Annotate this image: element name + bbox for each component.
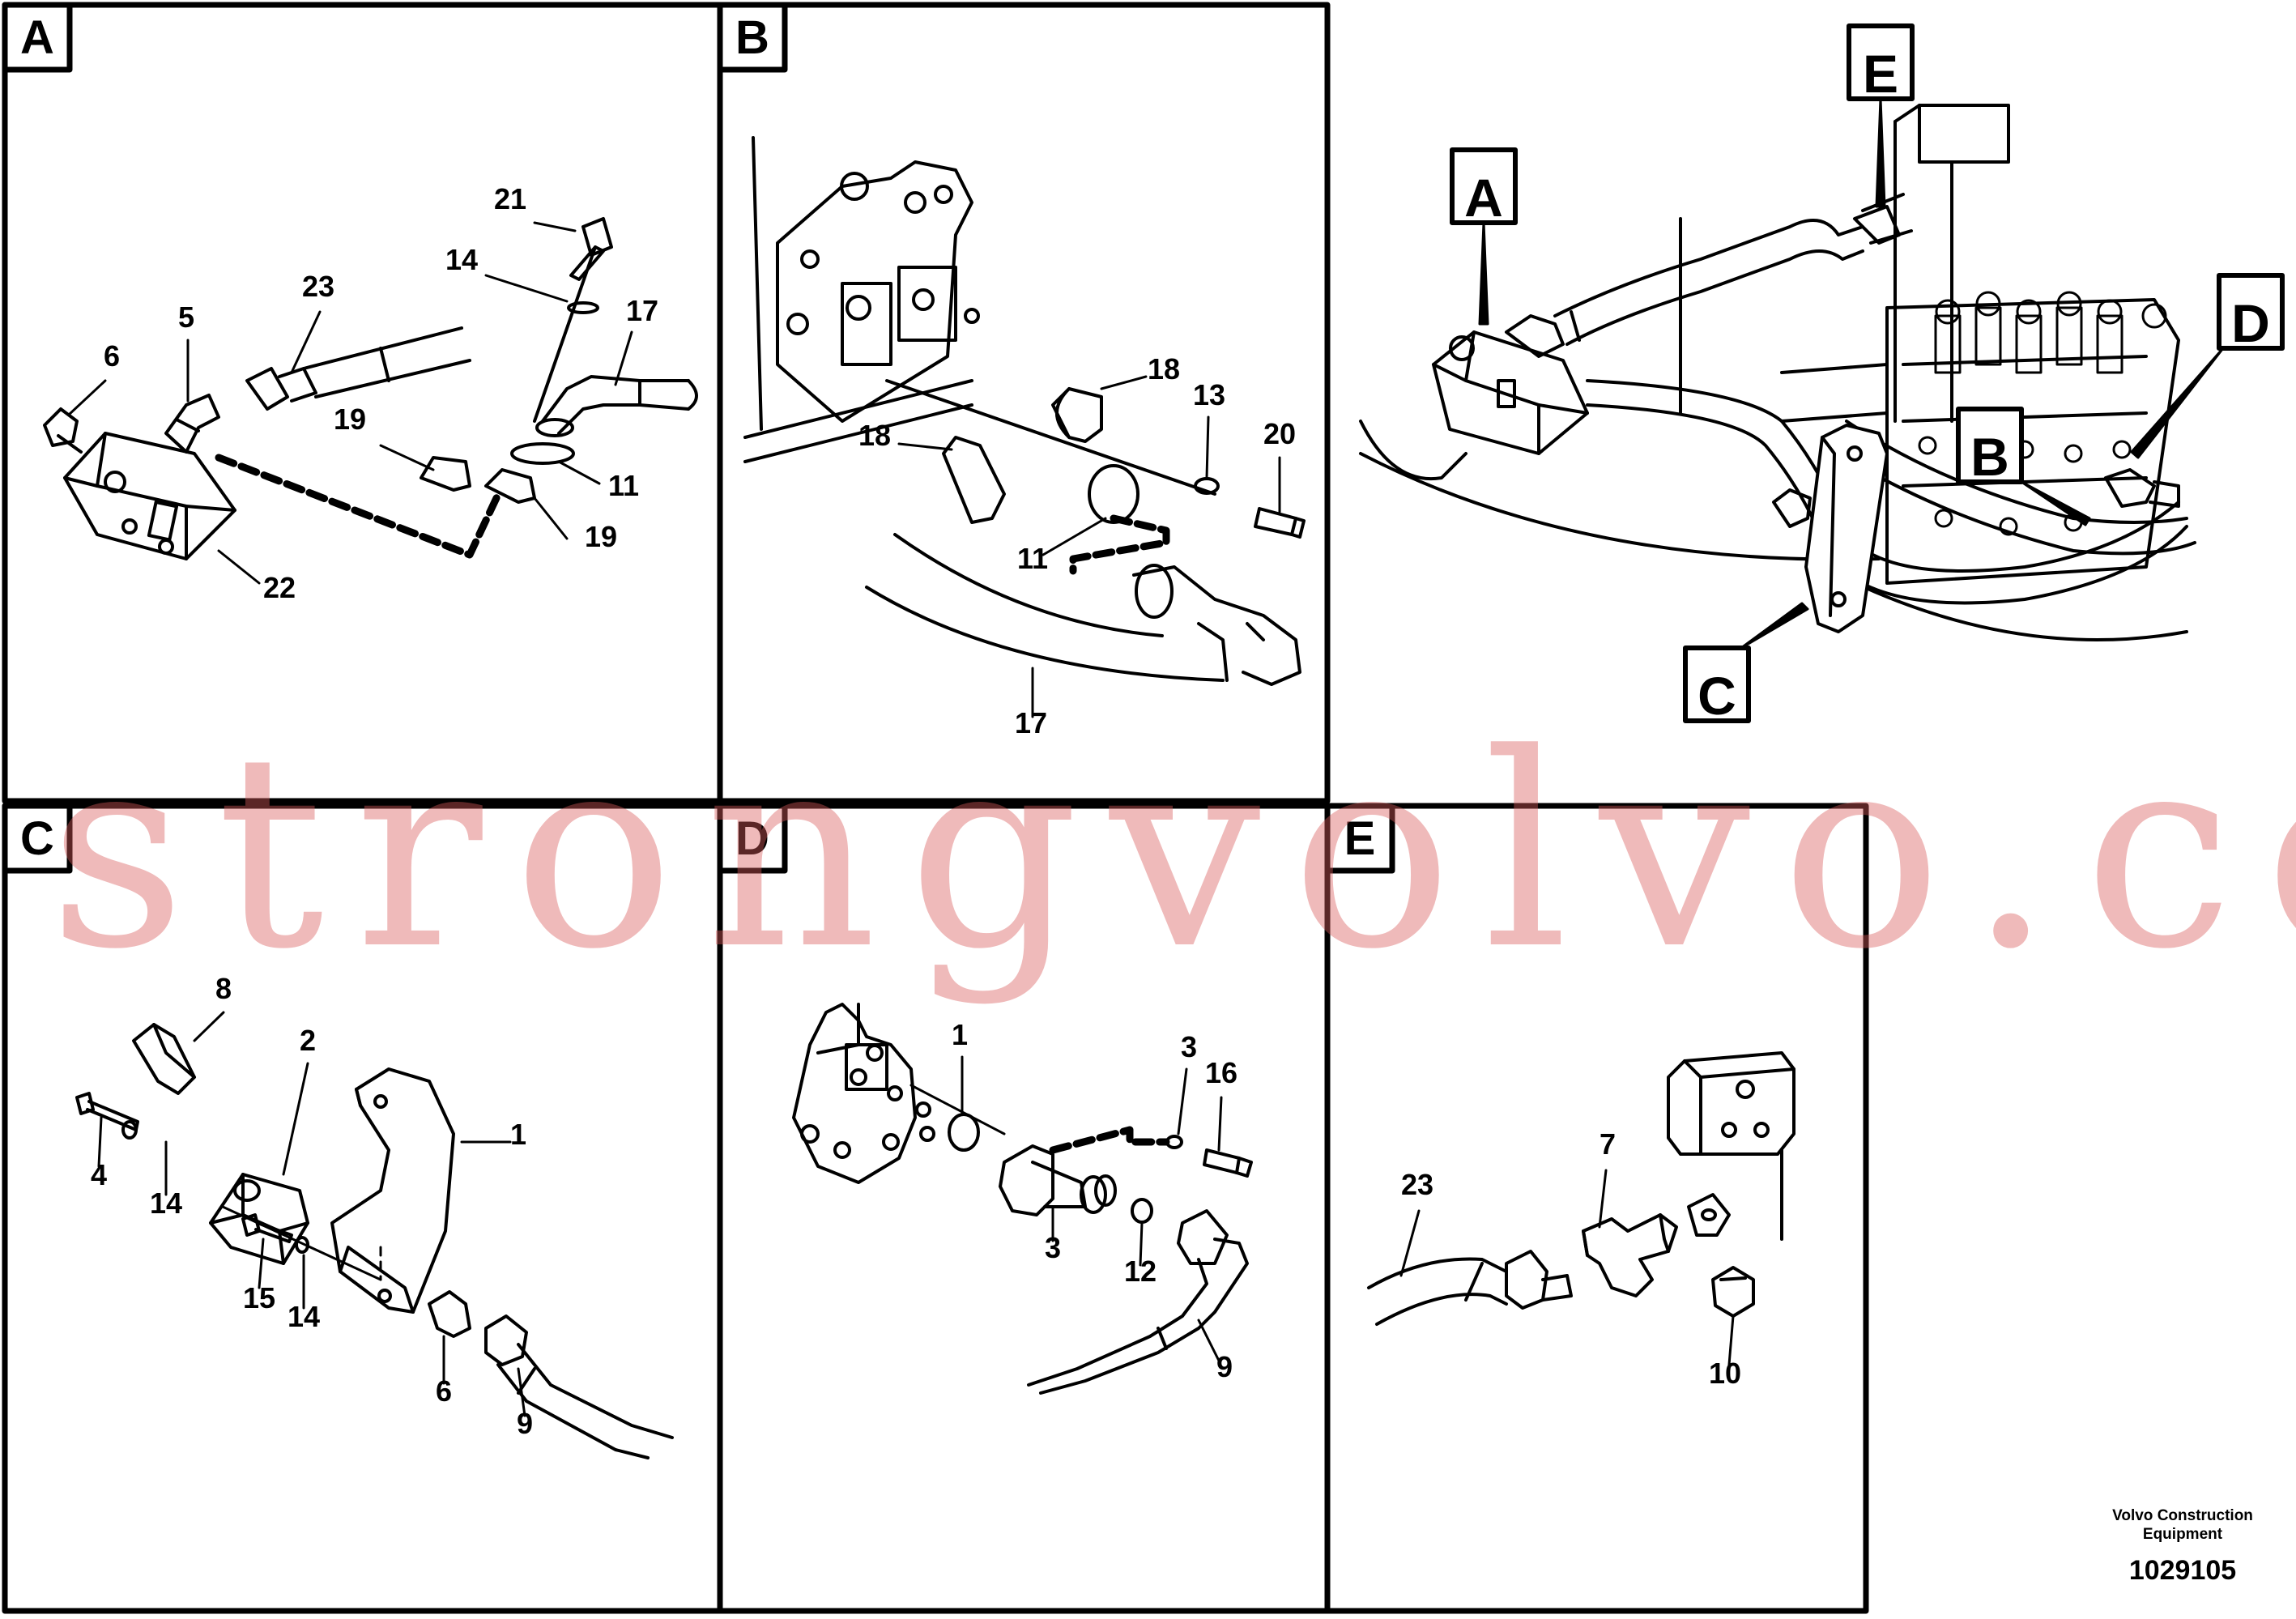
panel-letter-b: B [735,11,769,64]
overview-callout-a: A [1464,168,1503,228]
panel-e-leaders [1399,1169,1735,1366]
part-label: 5 [178,300,194,334]
overview-callout-c: C [1698,666,1736,726]
panel-c-leaders [97,1011,526,1417]
part-label: 21 [494,182,526,215]
part-label: 11 [1017,542,1048,575]
overview-callout-boxes [1450,23,2285,723]
part-label: 1 [952,1018,968,1051]
panel-c-drawing [75,1023,674,1459]
part-label: 19 [334,403,366,436]
part-label: 23 [302,270,334,303]
company-name-line1: Volvo Construction [2112,1507,2253,1524]
part-label: 6 [436,1374,452,1408]
part-label: 15 [243,1281,275,1314]
part-label: 10 [1709,1357,1741,1390]
company-name-line2: Equipment [2142,1526,2223,1543]
panel-b-leaders [897,375,1281,718]
title-block: Volvo Construction Equipment 1029105 [2073,1506,2292,1587]
part-label: 13 [1193,378,1225,411]
part-label: 4 [91,1158,107,1191]
part-label: 14 [445,243,478,276]
panel-letter-a: A [20,11,54,64]
part-label: 16 [1205,1056,1237,1089]
part-label: 1 [510,1118,526,1151]
panel-badge-box-a [2,2,73,73]
panel-letter-badges: A B C D E [2,2,1395,874]
part-label: 18 [858,419,891,452]
overview-callout-pointers [1478,97,2225,650]
part-label: 20 [1263,417,1296,450]
part-label: 2 [300,1024,316,1057]
panel-letter-d: D [735,812,769,865]
panel-a-drawing [43,217,698,560]
panel-d-leaders [961,1055,1223,1362]
panel-e-drawing [1367,1051,1795,1326]
overview-callout-b: B [1970,427,2009,487]
part-label: 3 [1181,1030,1197,1063]
drawing-number: 1029105 [2128,1555,2237,1586]
part-label: 17 [1015,706,1047,739]
panel-letter-c: C [20,812,54,865]
panel-letter-e: E [1344,812,1376,865]
overview-callout-d: D [2231,293,2270,353]
panel-frames [2,2,1869,1614]
part-label: 19 [585,520,617,553]
overview-drawing [1359,104,2196,641]
part-label: 14 [288,1300,320,1333]
part-label: 11 [608,469,639,502]
part-label: 9 [517,1407,533,1440]
part-label: 8 [215,972,232,1005]
part-label: 6 [104,339,120,373]
part-label: 9 [1216,1350,1233,1383]
part-label: 14 [150,1187,182,1220]
panel-badge-box-b [717,2,788,73]
part-label: 18 [1148,352,1180,386]
part-label: 17 [626,294,658,327]
panel-badge-box-e [1324,803,1395,874]
panel-badge-box-d [717,803,788,874]
overview-callout-e: E [1863,44,1898,104]
part-label: 3 [1045,1231,1061,1264]
part-label: 12 [1124,1255,1157,1288]
part-label: 22 [263,571,296,604]
part-label: 7 [1600,1127,1616,1161]
panel-d-drawing [792,1003,1253,1395]
part-label: 23 [1401,1168,1433,1201]
overview-callout-letters: A E D B C [1464,44,2270,726]
panel-b-drawing [743,136,1306,686]
panel-badge-box-c [2,803,73,874]
panel-a-leaders [67,221,633,585]
